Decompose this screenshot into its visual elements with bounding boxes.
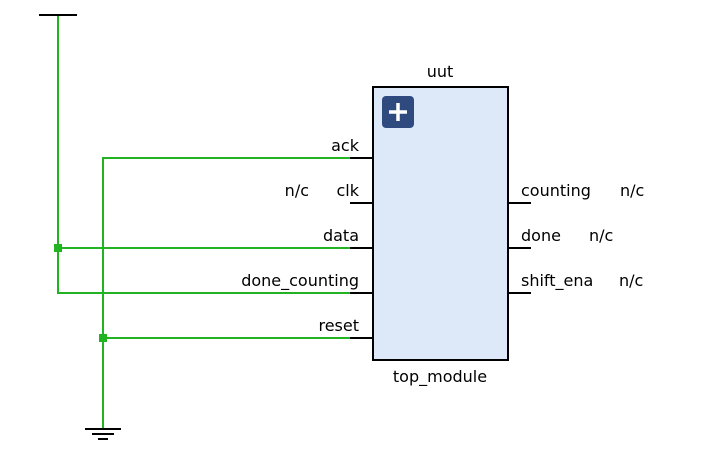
net-junction	[99, 334, 107, 342]
module-block[interactable]	[372, 86, 509, 361]
input-pin-clk[interactable]: clk n/c	[285, 181, 373, 204]
input-pin-reset[interactable]: reset	[318, 316, 373, 339]
output-pin-done[interactable]: done n/c	[508, 226, 613, 249]
net-gnd[interactable]	[99, 157, 357, 428]
no-connect-label: n/c	[285, 181, 309, 200]
pin-label: counting	[521, 181, 591, 200]
plus-icon	[389, 103, 407, 121]
output-pin-counting[interactable]: counting n/c	[508, 181, 644, 204]
pin-label: clk	[336, 181, 359, 200]
pin-label: done	[521, 226, 561, 245]
net-junction	[54, 244, 62, 252]
input-pin-done-counting[interactable]: done_counting	[241, 271, 373, 294]
ground-symbol	[85, 428, 121, 440]
input-pin-data[interactable]: data	[323, 226, 373, 249]
no-connect-label: n/c	[589, 226, 613, 245]
input-pin-ack[interactable]: ack	[331, 136, 373, 159]
expand-button[interactable]	[382, 96, 414, 128]
pin-label: reset	[318, 316, 359, 335]
no-connect-label: n/c	[619, 271, 643, 290]
net-vcc[interactable]	[54, 16, 357, 294]
pin-label: shift_ena	[521, 271, 593, 291]
pin-label: data	[323, 226, 359, 245]
pin-label: ack	[331, 136, 360, 155]
output-pin-shift-ena[interactable]: shift_ena n/c	[508, 271, 643, 294]
pin-label: done_counting	[241, 271, 359, 291]
module-name: top_module	[393, 367, 487, 387]
instance-name: uut	[427, 62, 454, 81]
no-connect-label: n/c	[620, 181, 644, 200]
